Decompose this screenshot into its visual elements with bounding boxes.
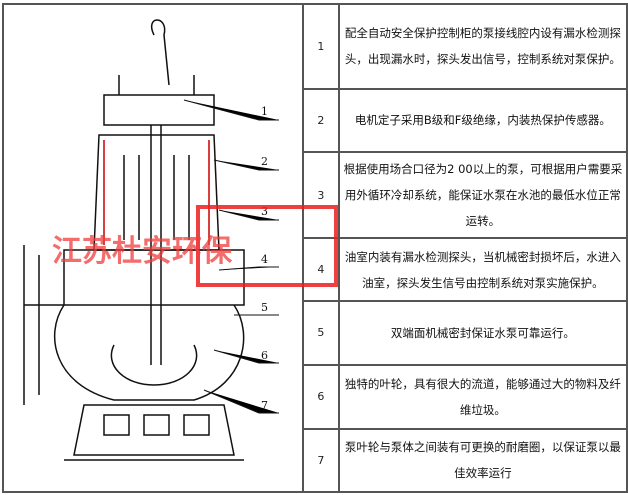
row-number: 4	[302, 237, 340, 302]
row-description: 双端面机械密封保证水泵可靠运行。	[337, 299, 628, 367]
row-description: 配全自动安全保护控制柜的泵接线腔内设有漏水检测探头，出现漏水时，探头发出信号，控…	[337, 3, 628, 90]
diagram-label-4: 4	[261, 253, 268, 266]
row-number: 1	[302, 3, 340, 90]
row-description: 泵叶轮与泵体之间装有可更换的耐磨圈，以保证泵以最佳效率运行	[337, 427, 628, 494]
watermark-frame	[196, 205, 338, 287]
watermark-text: 江苏杜安环保	[52, 234, 232, 269]
row-number: 7	[302, 427, 340, 494]
row-number: 6	[302, 364, 340, 430]
pump-cross-section-diagram	[23, 19, 279, 461]
row-description: 电机定子采用B级和F级绝缘，内装热保护传感器。	[337, 87, 628, 153]
row-number: 2	[302, 87, 340, 153]
row-description: 独特的叶轮，具有很大的流道，能够通过大的物料及纤维垃圾。	[337, 364, 628, 430]
pump-diagram-cell: 1 2 3 4 5 6 7	[2, 3, 304, 493]
diagram-label-1: 1	[261, 105, 268, 118]
row-description: 油室内装有漏水检测探头，当机械密封损坏后，水进入油室，探头发生信号由控制系统对泵…	[337, 237, 628, 302]
diagram-label-6: 6	[261, 349, 268, 362]
diagram-label-5: 5	[261, 301, 268, 314]
row-number: 3	[302, 150, 340, 240]
pump-feature-table: 1 2 3 4 5 6 7 1 配全自动安全保护控制柜的泵接线腔内设有漏水检测探…	[2, 3, 628, 494]
diagram-label-2: 2	[261, 155, 268, 168]
row-number: 5	[302, 299, 340, 367]
diagram-label-3: 3	[261, 205, 268, 218]
row-description: 根据使用场合口径为2 00以上的泵，可根据用户需要采用外循环冷却系统，能保证水泵…	[337, 150, 628, 240]
diagram-label-7: 7	[261, 399, 268, 412]
